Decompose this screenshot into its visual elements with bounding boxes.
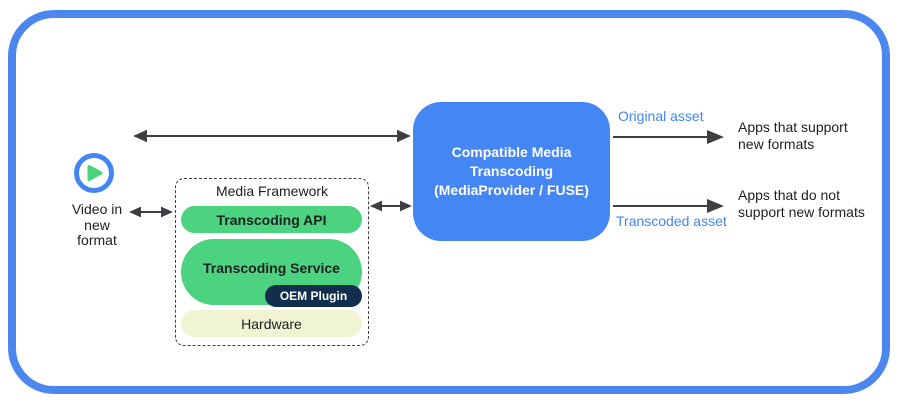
oem-plugin-pill: OEM Plugin [265, 285, 362, 307]
compatible-media-transcoding-box: Compatible Media Transcoding (MediaProvi… [413, 102, 610, 241]
transcoding-api-pill: Transcoding API [181, 206, 362, 233]
apps-not-support-new-formats-label: Apps that do not support new formats [738, 187, 865, 220]
media-framework-title: Media Framework [215, 183, 329, 199]
transcoded-asset-label: Transcoded asset [616, 213, 727, 229]
diagram-border [8, 10, 890, 394]
play-icon [74, 153, 114, 193]
original-asset-label: Original asset [618, 108, 704, 124]
video-in-new-format-label: Video in new format [71, 201, 123, 248]
media-framework-box [175, 178, 369, 346]
hardware-pill: Hardware [181, 310, 362, 337]
apps-support-new-formats-label: Apps that support new formats [738, 119, 848, 152]
